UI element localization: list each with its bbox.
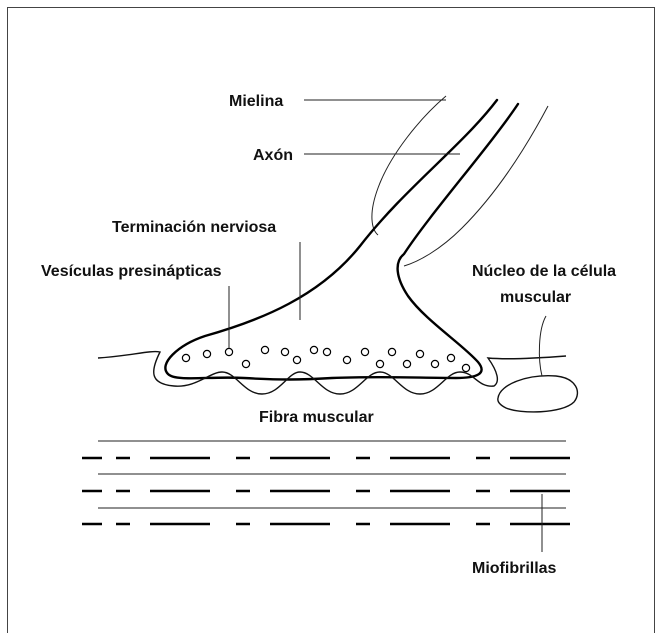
label-fibra: Fibra muscular — [259, 409, 374, 426]
label-nucleo-line1: Núcleo de la célula — [472, 263, 616, 280]
axon-terminal-outline — [165, 100, 518, 380]
label-nucleo-line2: muscular — [500, 289, 571, 306]
myofibrils — [82, 441, 582, 524]
label-terminacion: Terminación nerviosa — [112, 219, 276, 236]
muscle-nucleus — [498, 376, 578, 412]
label-miofibrillas: Miofibrillas — [472, 560, 557, 577]
label-vesiculas: Vesículas presinápticas — [41, 263, 222, 280]
label-mielina: Mielina — [229, 93, 283, 110]
leader-nucleo — [539, 316, 546, 376]
synaptic-vesicles — [182, 346, 469, 371]
label-axon: Axón — [253, 147, 293, 164]
frame-border — [8, 8, 655, 633]
